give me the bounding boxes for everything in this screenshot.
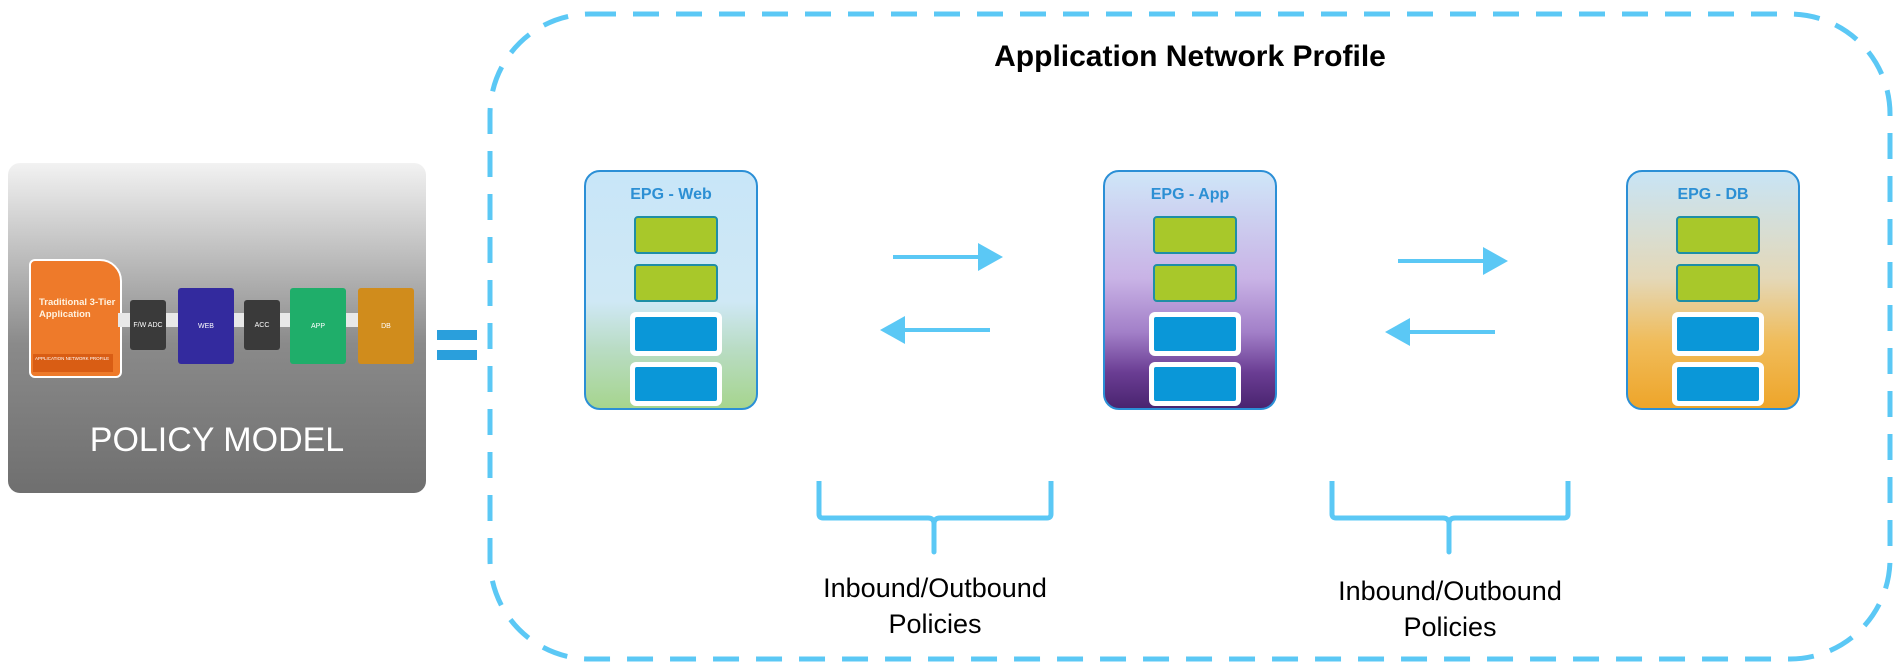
policy-model-label: POLICY MODEL <box>89 421 345 459</box>
tier-acc: ACC <box>244 300 280 350</box>
endpoint-green <box>634 216 718 254</box>
endpoint-green <box>634 264 718 302</box>
endpoint-green <box>1676 264 1760 302</box>
policy-caption-line2: Policies <box>1403 612 1497 642</box>
endpoint-blue <box>1672 312 1764 356</box>
endpoint-blue <box>1149 312 1241 356</box>
tier-app: APP <box>290 288 346 364</box>
epg-app-label: EPG - App <box>1150 186 1230 203</box>
epg-db-label: EPG - DB <box>1677 186 1749 203</box>
equals-sign-top <box>437 330 477 340</box>
application-document-icon: Traditional 3-Tier Application APPLICATI… <box>29 259 122 378</box>
endpoint-blue <box>1672 362 1764 406</box>
tier-web: WEB <box>178 288 234 364</box>
profile-title: Application Network Profile <box>994 40 1386 73</box>
policy-brace-left <box>816 481 1054 555</box>
application-network-profile-boundary <box>487 11 1893 662</box>
epg-web-label: EPG - Web <box>630 186 712 203</box>
arrow-head-inbound-web-app <box>880 316 905 344</box>
endpoint-blue <box>630 312 722 356</box>
endpoint-green <box>1676 216 1760 254</box>
arrow-head-inbound-app-db <box>1385 318 1410 346</box>
endpoint-green <box>1153 216 1237 254</box>
policy-brace-right <box>1329 481 1571 555</box>
arrow-head-outbound-web-app <box>978 243 1003 271</box>
endpoint-green <box>1153 264 1237 302</box>
document-footer: APPLICATION NETWORK PROFILE <box>33 354 113 372</box>
policy-caption-line1: Inbound/Outbound <box>1338 576 1562 606</box>
policy-caption-line1: Inbound/Outbound <box>823 573 1047 603</box>
epg-db: EPG - DB <box>1626 170 1800 410</box>
policy-caption-line2: Policies <box>888 609 982 639</box>
endpoint-blue <box>1149 362 1241 406</box>
endpoint-blue <box>630 362 722 406</box>
arrow-head-outbound-app-db <box>1483 247 1508 275</box>
policy-caption-web-app: Inbound/Outbound Policies <box>785 570 1085 642</box>
tier-firewall: F/W ADC <box>130 300 166 350</box>
epg-app: EPG - App <box>1103 170 1277 410</box>
policy-caption-app-db: Inbound/Outbound Policies <box>1300 573 1600 645</box>
epg-web: EPG - Web <box>584 170 758 410</box>
tier-db: DB <box>358 288 414 364</box>
document-title: Traditional 3-Tier Application <box>39 297 116 320</box>
policy-model-card: Traditional 3-Tier Application APPLICATI… <box>8 163 426 493</box>
equals-sign-bottom <box>437 350 477 360</box>
